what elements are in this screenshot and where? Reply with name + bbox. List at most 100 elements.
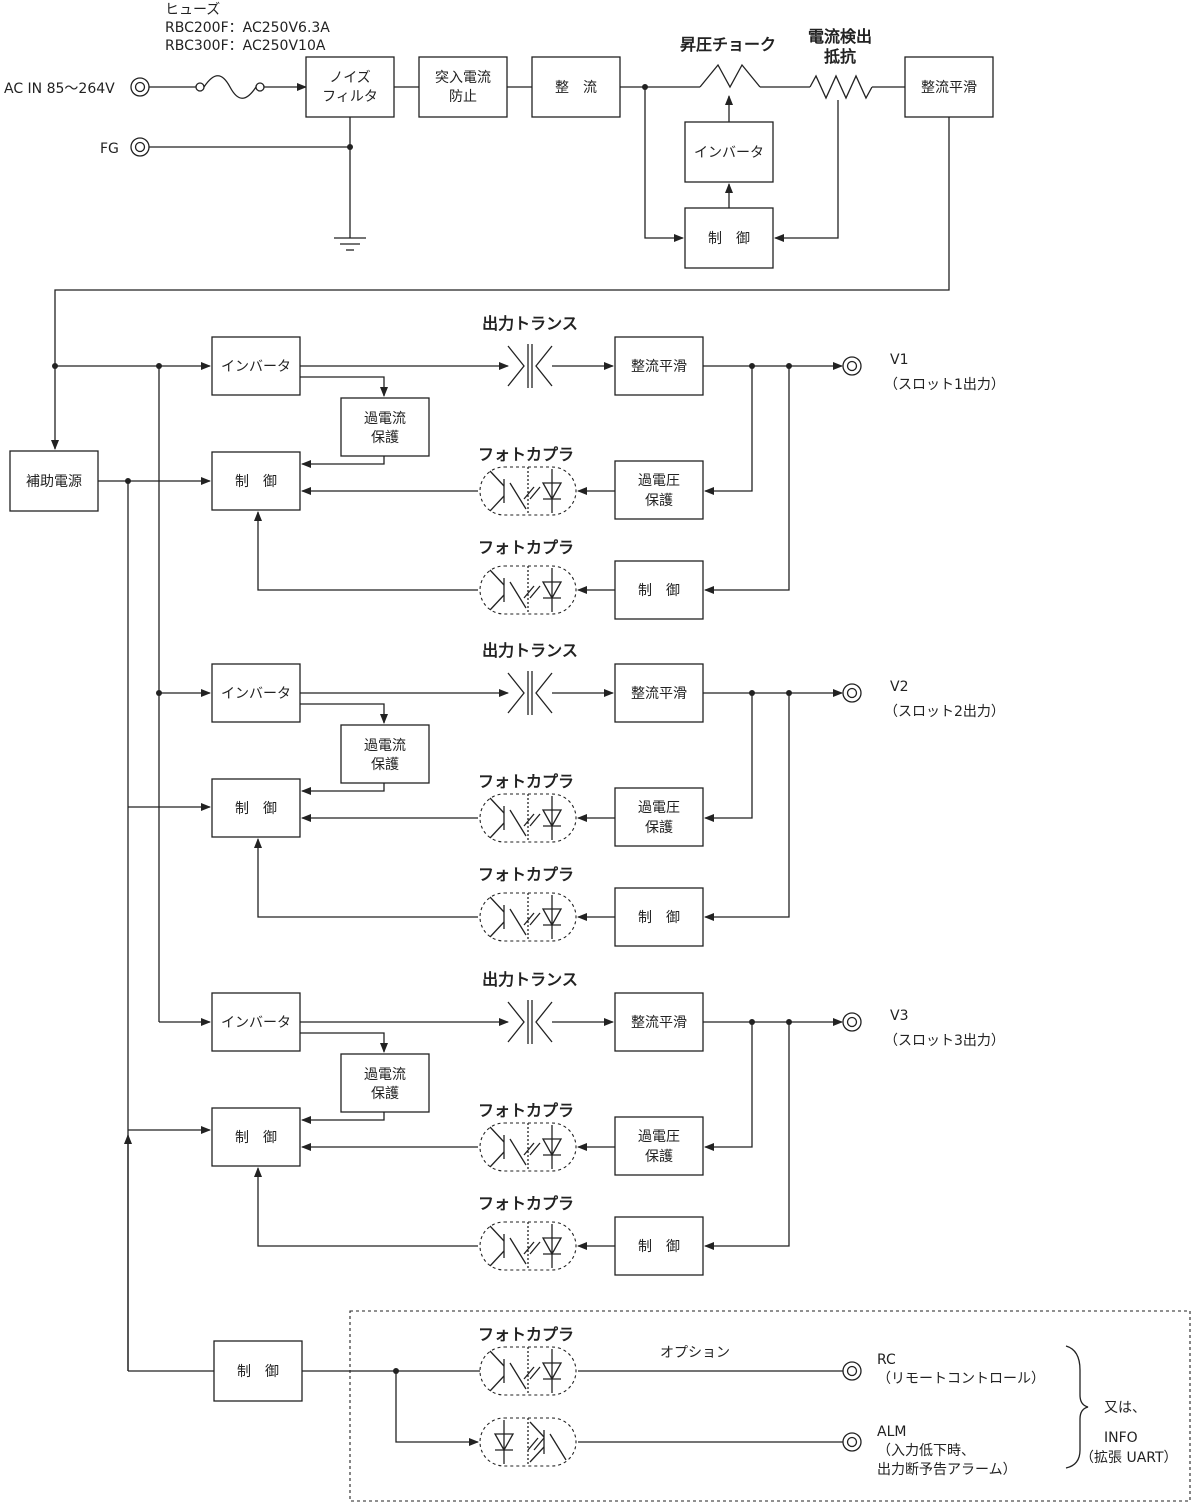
slot-ocp-line1: 過電流 xyxy=(364,411,406,427)
ac-input-label: AC IN 85～264V xyxy=(4,81,115,97)
brace-symbol xyxy=(1065,1345,1089,1469)
output-transformer xyxy=(507,1000,553,1044)
slot-control-box xyxy=(211,778,301,838)
slot-control-label: 制 御 xyxy=(235,1130,277,1146)
inrush-line1: 突入電流 xyxy=(435,70,491,86)
inrush-line2: 防止 xyxy=(449,89,477,105)
output-name: V1 xyxy=(890,352,908,368)
slot-smoothing-label: 整流平滑 xyxy=(631,1014,687,1031)
primary-inverter-block: インバータ xyxy=(684,121,774,183)
slot-inverter-label: インバータ xyxy=(221,686,291,702)
aux-power-block: 補助電源 xyxy=(9,450,99,512)
alm-photocoupler xyxy=(479,1417,577,1467)
slot-smoothing-box xyxy=(614,992,704,1052)
info-desc: （拡張 UART） xyxy=(1080,1450,1178,1466)
slot-control2-box xyxy=(614,560,704,620)
slot-photocoupler-1 xyxy=(479,793,577,843)
rc-photocoupler xyxy=(479,1346,577,1396)
slot-control-label: 制 御 xyxy=(235,474,277,490)
slot-smoothing-label: 整流平滑 xyxy=(631,358,687,375)
primary-control-block: 制 御 xyxy=(684,207,774,269)
slot-control2-box xyxy=(614,1216,704,1276)
output-transformer-label: 出力トランス xyxy=(482,970,578,989)
slot-control2-box xyxy=(614,887,704,947)
fg-input: FG xyxy=(100,117,366,251)
or-label: 又は、 xyxy=(1104,1400,1146,1416)
slot-ocp-box xyxy=(340,724,430,784)
transformer-secondary-icon xyxy=(535,672,553,714)
output-desc: （スロット1出力） xyxy=(884,377,1005,393)
slot-ovp-line2: 保護 xyxy=(645,1149,673,1165)
slot-ovp-box xyxy=(614,460,704,520)
slot-photocoupler1-label: フォトカプラ xyxy=(478,772,574,791)
output-name: V3 xyxy=(890,1008,908,1024)
ac-terminal-outer xyxy=(130,77,150,97)
slot-photocoupler-2 xyxy=(479,565,577,615)
transformer-secondary-icon xyxy=(535,1001,553,1043)
slot-control2-label: 制 御 xyxy=(638,910,680,926)
fuse-spec-rbc300f: RBC300F：AC250V10A xyxy=(165,38,326,54)
rc-name: RC xyxy=(877,1352,896,1368)
aux-power-label: 補助電源 xyxy=(26,474,82,490)
slot-ocp-line2: 保護 xyxy=(371,430,399,446)
slot-ovp-line2: 保護 xyxy=(645,820,673,836)
rc-desc: （リモートコントロール） xyxy=(877,1371,1045,1387)
rectifier-block: 整 流 xyxy=(531,56,621,118)
boost-choke-label: 昇圧チョーク xyxy=(680,35,776,54)
option-control-block: 制 御 xyxy=(213,1340,303,1402)
output-terminal xyxy=(842,356,862,376)
ac-terminal-inner xyxy=(134,81,146,93)
slot-photocoupler2-label: フォトカプラ xyxy=(478,865,574,884)
fuse-symbol xyxy=(203,75,257,99)
slot-control2-label: 制 御 xyxy=(638,583,680,599)
output-transformer xyxy=(507,671,553,715)
slot-inverter-box xyxy=(211,663,301,723)
slot-photocoupler-1 xyxy=(479,1122,577,1172)
ac-input: AC IN 85～264V xyxy=(4,75,307,99)
option-label: オプション xyxy=(660,1345,730,1361)
alm-name: ALM xyxy=(877,1424,906,1440)
slot-smoothing-box xyxy=(614,663,704,723)
slot-inverter-box xyxy=(211,992,301,1052)
noise-filter-line2: フィルタ xyxy=(322,89,378,105)
slot-ovp-line2: 保護 xyxy=(645,493,673,509)
slot-ocp-box xyxy=(340,397,430,457)
rc-terminal xyxy=(842,1361,862,1381)
slot-photocoupler1-label: フォトカプラ xyxy=(478,1101,574,1120)
slot-smoothing-label: 整流平滑 xyxy=(631,685,687,702)
slot-control-box xyxy=(211,451,301,511)
slot-ovp-line1: 過電圧 xyxy=(638,800,680,816)
slot-ovp-box xyxy=(614,787,704,847)
rectifier-label: 整 流 xyxy=(555,80,597,96)
noise-filter-line1: ノイズ xyxy=(329,70,371,86)
alm-desc-line1: （入力低下時、 xyxy=(877,1443,975,1459)
slot-ocp-line1: 過電流 xyxy=(364,738,406,754)
fuse-title: ヒューズ xyxy=(165,2,220,18)
output-transformer xyxy=(507,344,553,388)
sense-resistor-line1: 電流検出 xyxy=(808,27,872,46)
slot-control-box xyxy=(211,1107,301,1167)
slot-ocp-box xyxy=(340,1053,430,1113)
primary-smoothing-label: 整流平滑 xyxy=(921,79,977,96)
output-transformer-label: 出力トランス xyxy=(482,641,578,660)
output-desc: （スロット3出力） xyxy=(884,1033,1005,1049)
output-terminal xyxy=(842,1012,862,1032)
slot-photocoupler1-label: フォトカプラ xyxy=(478,445,574,464)
transformer-primary-icon xyxy=(507,672,525,714)
alm-desc-line2: 出力断予告アラーム） xyxy=(877,1462,1017,1478)
slot-smoothing-box xyxy=(614,336,704,396)
output-transformer-label: 出力トランス xyxy=(482,314,578,333)
slot-ocp-line2: 保護 xyxy=(371,1086,399,1102)
slot-ovp-box xyxy=(614,1116,704,1176)
sense-resistor-symbol xyxy=(809,74,873,100)
slot-inverter-label: インバータ xyxy=(221,1015,291,1031)
slot-photocoupler-2 xyxy=(479,892,577,942)
transformer-secondary-icon xyxy=(535,345,553,387)
fuse-label-group: ヒューズ RBC200F：AC250V6.3A RBC300F：AC250V10… xyxy=(165,2,330,54)
fuse-contact-left xyxy=(195,82,205,92)
slot-ocp-line2: 保護 xyxy=(371,757,399,773)
transformer-primary-icon xyxy=(507,345,525,387)
